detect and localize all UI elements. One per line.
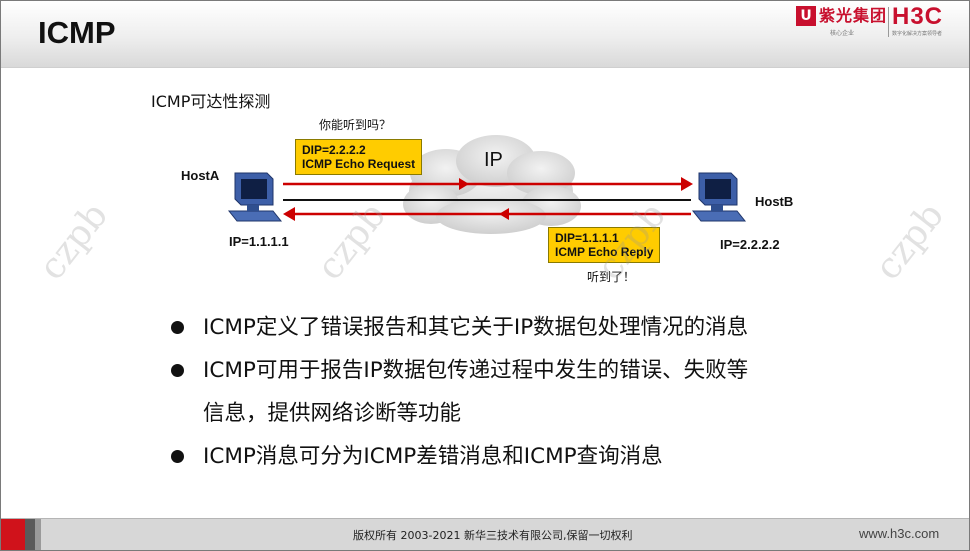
copyright-text: 版权所有 2003-2021 新华三技术有限公司,保留一切权利 xyxy=(353,529,633,542)
unisplendour-logo: U 紫光集团 核心企业 xyxy=(796,6,888,37)
host-a-ip: IP=1.1.1.1 xyxy=(229,234,289,249)
bullet-item-continuation: 信息，提供网络诊断等功能 xyxy=(171,392,871,435)
bullet-dot-icon xyxy=(171,364,184,377)
bullet-dot-icon xyxy=(171,321,184,334)
cloud-label: IP xyxy=(484,149,503,171)
bullet-text: 信息，提供网络诊断等功能 xyxy=(203,401,462,426)
slide-subtitle: ICMP可达性探测 xyxy=(151,92,271,111)
echo-reply-callout: DIP=1.1.1.1 ICMP Echo Reply xyxy=(548,227,661,263)
website-link[interactable]: www.h3c.com xyxy=(859,526,940,541)
footer-accent-dark xyxy=(25,519,35,550)
unisplendour-subtitle: 核心企业 xyxy=(830,30,855,37)
footer-accent-red xyxy=(1,519,25,550)
echo-request-arrow xyxy=(283,177,693,191)
bullet-text: ICMP消息可分为ICMP差错消息和ICMP查询消息 xyxy=(203,444,663,469)
logo-divider xyxy=(888,7,889,37)
bullet-item: ICMP消息可分为ICMP差错消息和ICMP查询消息 xyxy=(171,435,871,478)
bullet-dot-icon xyxy=(171,450,184,463)
h3c-logo: H3C 数字化解决方案领导者 xyxy=(892,3,944,38)
request-type: ICMP Echo Request xyxy=(302,157,416,171)
reply-dip: DIP=1.1.1.1 xyxy=(555,231,619,245)
host-a-name: HostA xyxy=(181,168,220,183)
bullet-item: ICMP定义了错误报告和其它关于IP数据包处理情况的消息 xyxy=(171,306,871,349)
reply-type: ICMP Echo Reply xyxy=(555,245,654,259)
host-a-computer-icon xyxy=(227,172,283,222)
answer-label: 听到了！ xyxy=(587,270,636,284)
host-b-computer-icon xyxy=(691,172,747,222)
bullet-text: ICMP定义了错误报告和其它关于IP数据包处理情况的消息 xyxy=(203,315,749,340)
host-b-name: HostB xyxy=(755,194,794,209)
question-label: 你能听到吗？ xyxy=(319,118,392,132)
host-b-ip: IP=2.2.2.2 xyxy=(720,237,780,252)
unisplendour-mark-icon: U xyxy=(796,6,816,26)
slide-header: ICMP U 紫光集团 核心企业 H3C 数字化解决方案领导者 xyxy=(1,1,969,68)
slide-footer: 版权所有 2003-2021 新华三技术有限公司,保留一切权利 www.h3c.… xyxy=(1,518,969,550)
slide-title: ICMP xyxy=(38,15,116,50)
echo-reply-arrow xyxy=(283,207,691,221)
h3c-name: H3C xyxy=(892,3,944,30)
h3c-subtitle: 数字化解决方案领导者 xyxy=(892,31,943,37)
bullet-text: ICMP可用于报告IP数据包传递过程中发生的错误、失败等 xyxy=(203,358,749,383)
bullet-list: ICMP定义了错误报告和其它关于IP数据包处理情况的消息 ICMP可用于报告IP… xyxy=(171,306,871,478)
footer-accent-gray xyxy=(35,519,41,550)
icmp-diagram xyxy=(227,135,747,234)
echo-request-callout: DIP=2.2.2.2 ICMP Echo Request xyxy=(295,139,423,175)
unisplendour-name: 紫光集团 xyxy=(819,6,888,25)
request-dip: DIP=2.2.2.2 xyxy=(302,143,366,157)
bullet-item: ICMP可用于报告IP数据包传递过程中发生的错误、失败等 xyxy=(171,349,871,392)
